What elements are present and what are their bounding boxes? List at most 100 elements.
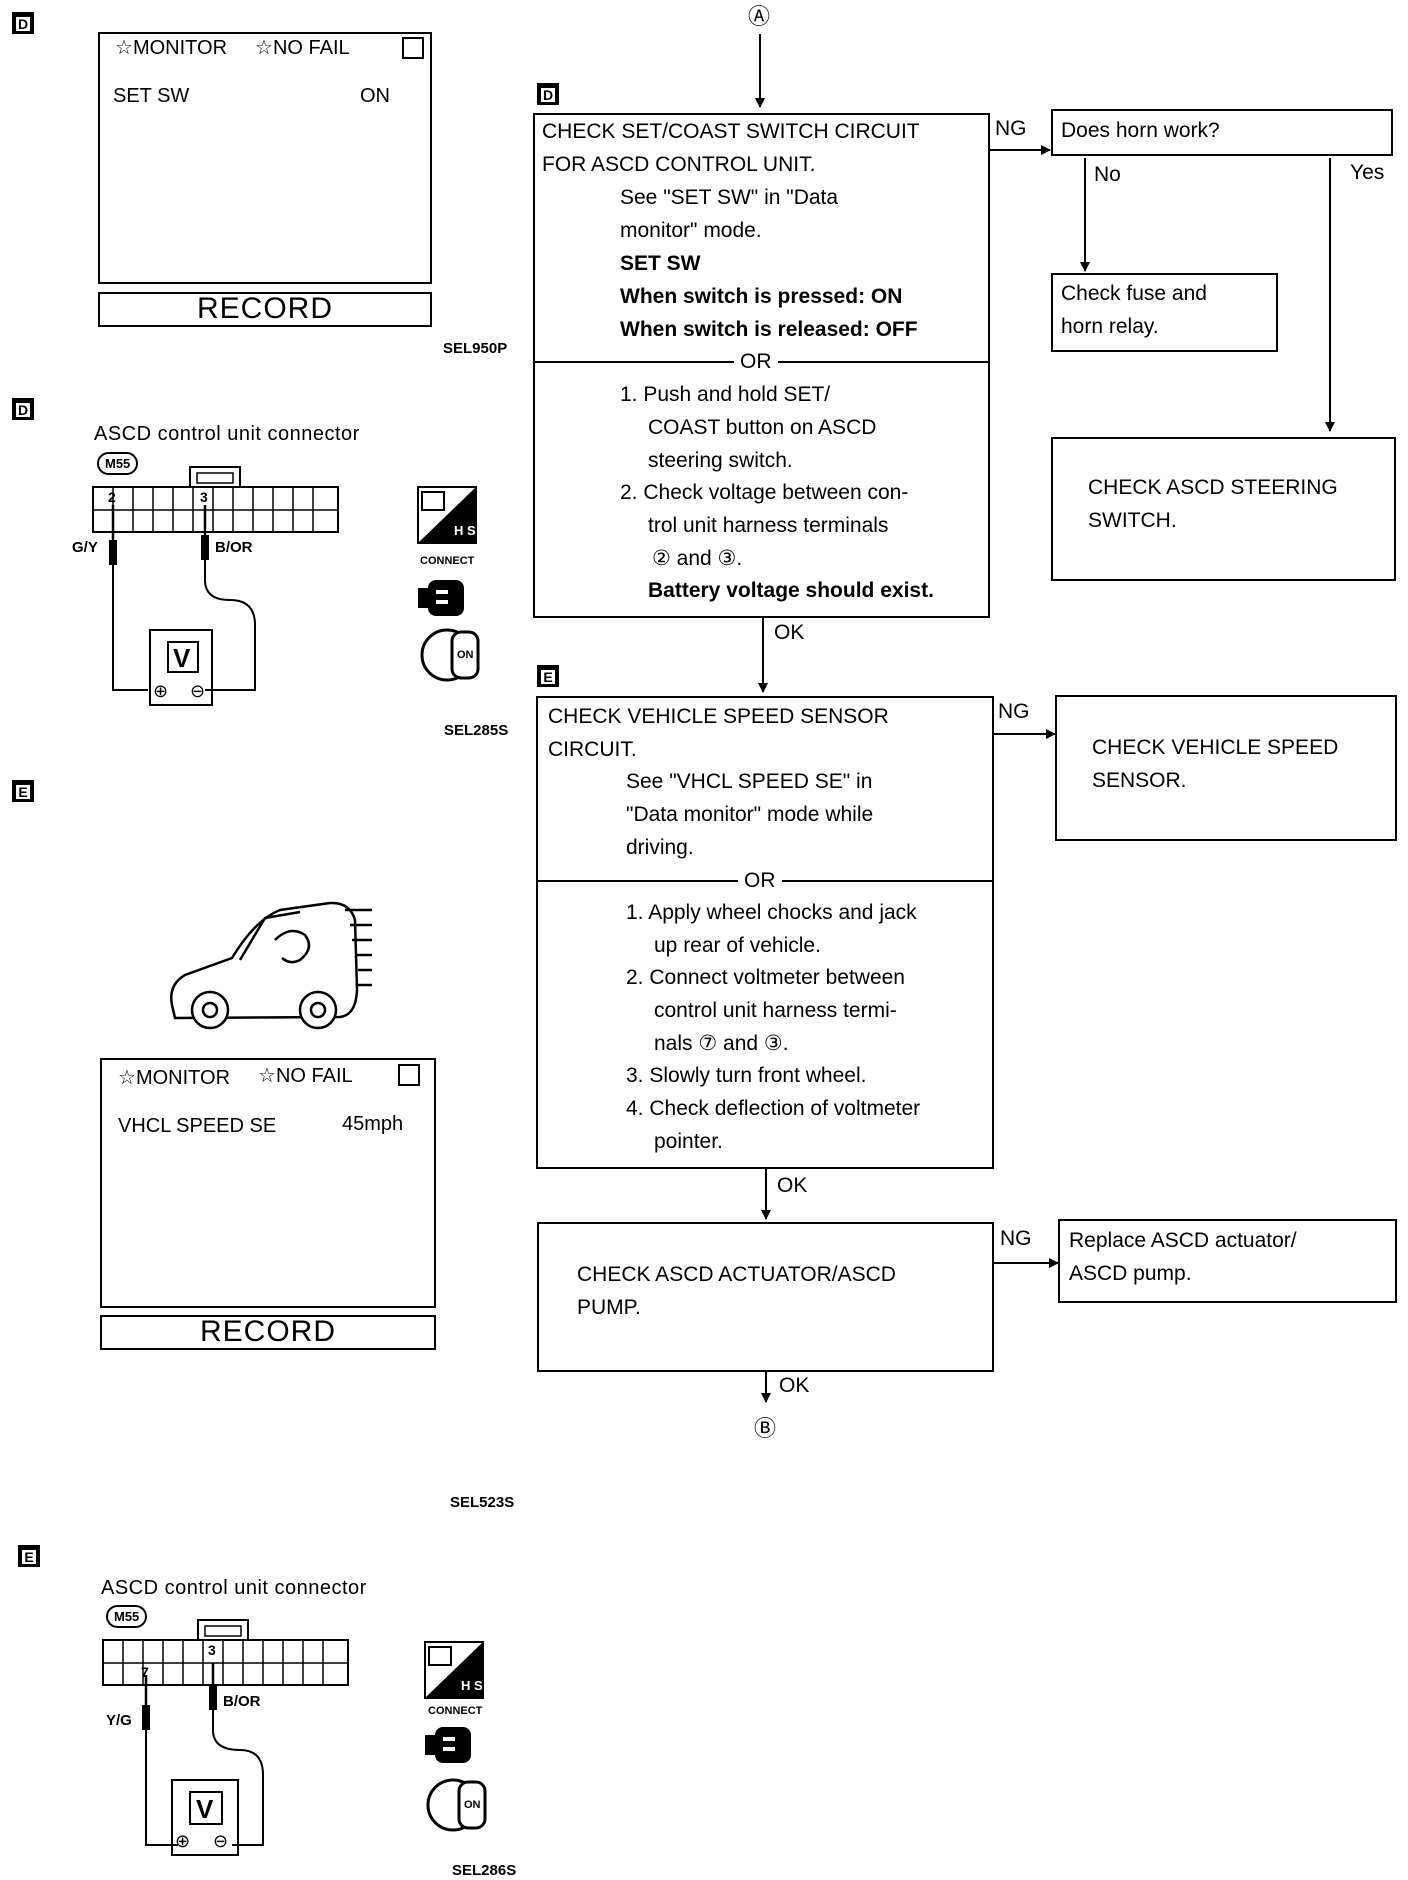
fuse-text-2: horn relay.	[1061, 315, 1159, 338]
figure-code-1: SEL950P	[443, 340, 508, 357]
pin-label-2b: 3	[208, 1642, 216, 1658]
box-d-step-3: steering switch.	[648, 449, 793, 472]
box-d-step-5: trol unit harness terminals	[648, 514, 889, 537]
connector-diagram-1	[92, 466, 339, 706]
monitor-label-2: ☆MONITOR	[118, 1067, 231, 1089]
marker-e-2: E	[18, 1545, 40, 1567]
check-fuse-box	[1051, 273, 1278, 352]
box-d-spec-3: When switch is released: OFF	[620, 318, 918, 341]
monitor-value-2: 45mph	[342, 1113, 404, 1135]
wire-label-1a: G/Y	[72, 539, 98, 556]
box-d-result: Battery voltage should exist.	[648, 579, 934, 602]
connector-code-2: M55	[106, 1605, 148, 1628]
monitor-item-2: VHCL SPEED SE	[118, 1115, 277, 1137]
check-actuator-box	[537, 1222, 994, 1372]
box-e-step-5: nals ⑦ and ③.	[654, 1032, 789, 1055]
actuator-text-2: PUMP.	[577, 1296, 641, 1319]
wire-label-1b: B/OR	[215, 539, 253, 556]
box-e-consult-1: See "VHCL SPEED SE" in	[626, 770, 873, 793]
connector-b: Ⓑ	[754, 1416, 777, 1441]
monitor-value-1: ON	[360, 85, 390, 107]
steering-text-1: CHECK ASCD STEERING	[1088, 476, 1338, 499]
steering-text-2: SWITCH.	[1088, 509, 1177, 532]
horn-no-label: No	[1094, 163, 1121, 186]
plus-terminal-1: ⊕	[153, 681, 169, 701]
box-e-consult-2: "Data monitor" mode while	[626, 803, 874, 826]
replace-text-1: Replace ASCD actuator/	[1069, 1229, 1297, 1252]
on-icon-label-1: ON	[457, 649, 474, 661]
monitor-checkbox-2[interactable]	[398, 1064, 420, 1086]
box-e-consult-3: driving.	[626, 836, 694, 859]
check-speed-sensor-circuit-box	[536, 696, 994, 1169]
record-button-1[interactable]: RECORD	[98, 292, 432, 327]
replace-text-2: ASCD pump.	[1069, 1262, 1192, 1285]
box-d-consult-2: monitor" mode.	[620, 219, 762, 242]
ok-label-d: OK	[774, 621, 805, 644]
ok-label-actuator: OK	[779, 1374, 810, 1397]
monitor-label-1: ☆MONITOR	[115, 37, 228, 59]
box-e-or: OR	[738, 870, 782, 891]
figure-code-3: SEL523S	[450, 1494, 515, 1511]
car-illustration	[170, 901, 372, 1030]
pin-label-1b: 3	[200, 489, 208, 505]
hs-icon-label-1: H S	[454, 523, 476, 538]
monitor-screen-2	[100, 1058, 436, 1308]
marker-e-flow: E	[537, 665, 559, 687]
monitor-screen-1	[98, 32, 432, 284]
box-d-step-6: ② and ③.	[652, 547, 743, 570]
box-d-title-1: CHECK SET/COAST SWITCH CIRCUIT	[542, 120, 920, 143]
minus-terminal-1: ⊖	[190, 681, 206, 701]
no-fail-label-2: ☆NO FAIL	[258, 1065, 353, 1087]
box-e-step-6: 3. Slowly turn front wheel.	[626, 1064, 867, 1087]
wire-label-2b: B/OR	[223, 1693, 261, 1710]
horn-question: Does horn work?	[1061, 119, 1220, 142]
ng-label-actuator: NG	[1000, 1227, 1032, 1250]
plus-terminal-2: ⊕	[175, 1831, 191, 1851]
horn-question-box	[1051, 109, 1393, 156]
box-e-title-1: CHECK VEHICLE SPEED SENSOR	[548, 705, 889, 728]
box-d-or: OR	[734, 351, 778, 372]
no-fail-label-1: ☆NO FAIL	[255, 37, 350, 59]
figure-code-2: SEL285S	[444, 722, 509, 739]
box-e-step-7: 4. Check deflection of voltmeter	[626, 1097, 921, 1120]
box-e-title-2: CIRCUIT.	[548, 738, 637, 761]
minus-terminal-2: ⊖	[213, 1831, 229, 1851]
box-e-step-3: 2. Connect voltmeter between	[626, 966, 905, 989]
side-icons-2	[424, 1641, 487, 1832]
box-d-step-1: 1. Push and hold SET/	[620, 383, 831, 406]
connector-title-1: ASCD control unit connector	[94, 423, 360, 445]
pin-label-1a: 2	[108, 489, 116, 505]
box-e-step-8: pointer.	[654, 1130, 723, 1153]
actuator-text-1: CHECK ASCD ACTUATOR/ASCD	[577, 1263, 896, 1286]
check-speed-sensor-box	[1055, 695, 1397, 841]
connector-a: Ⓐ	[748, 4, 771, 29]
replace-actuator-box	[1058, 1219, 1397, 1303]
box-d-spec-1: SET SW	[620, 252, 701, 275]
marker-d-2: D	[12, 398, 34, 420]
box-d-title-2: FOR ASCD CONTROL UNIT.	[542, 153, 816, 176]
horn-yes-label: Yes	[1350, 161, 1385, 184]
box-d-step-2: COAST button on ASCD	[648, 416, 877, 439]
connector-code-1: M55	[97, 452, 139, 475]
hs-icon-label-2: H S	[461, 1678, 483, 1693]
box-e-step-2: up rear of vehicle.	[654, 934, 821, 957]
pin-label-2a: 7	[141, 1664, 149, 1680]
connect-label-1: CONNECT	[420, 555, 475, 567]
side-icons-1	[417, 486, 480, 682]
ng-label-e: NG	[998, 700, 1030, 723]
speed-sensor-text-2: SENSOR.	[1092, 769, 1187, 792]
box-e-step-1: 1. Apply wheel chocks and jack	[626, 901, 917, 924]
box-e-step-4: control unit harness termi-	[654, 999, 897, 1022]
ng-label-d: NG	[995, 117, 1027, 140]
voltmeter-label-1: V	[173, 643, 191, 673]
record-button-2[interactable]: RECORD	[100, 1315, 436, 1350]
ok-label-e: OK	[777, 1174, 808, 1197]
monitor-checkbox-1[interactable]	[402, 37, 424, 59]
box-d-spec-2: When switch is pressed: ON	[620, 285, 903, 308]
monitor-item-1: SET SW	[113, 85, 190, 107]
figure-code-4: SEL286S	[452, 1862, 517, 1879]
connect-label-2: CONNECT	[428, 1705, 483, 1717]
fuse-text-1: Check fuse and	[1061, 282, 1207, 305]
box-d-consult-1: See "SET SW" in "Data	[620, 186, 839, 209]
